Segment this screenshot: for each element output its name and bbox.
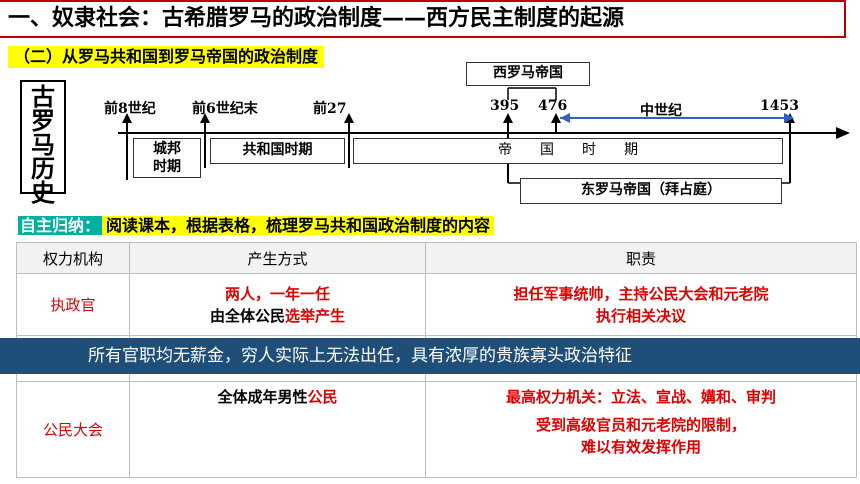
history-char: 马: [31, 130, 55, 159]
duty-line: 执行相关决议: [595, 306, 686, 325]
middle-ages-arrow-tail: [560, 113, 570, 123]
duty-line: 最高权力机关：立法、宣战、媾和、审判: [505, 388, 776, 406]
history-char: 罗: [31, 106, 55, 135]
history-char: 古: [31, 82, 55, 111]
label-8th-century-bc: 前8世纪: [104, 101, 156, 117]
middle-ages-arrow-head: [784, 113, 794, 123]
method-part: 选举产生: [285, 306, 346, 325]
method-part: 公民: [307, 388, 338, 406]
method-line: 由全体公民选举产生: [131, 305, 425, 327]
history-char: 史: [31, 178, 55, 207]
summary-text: 阅读课本，根据表格，梳理罗马共和国政治制度的内容: [102, 216, 495, 235]
tick-arrow: [551, 113, 561, 123]
city-state-line: 时期: [153, 159, 181, 175]
history-char: 历: [31, 154, 55, 183]
label-1453: 1453: [760, 98, 799, 114]
table-row: 公民大会 全体成年男性公民 最高权力机关：立法、宣战、媾和、审判 受到高级官员和…: [16, 381, 857, 478]
row-consul-duty: 担任军事统帅，主持公民大会和元老院 执行相关决议: [425, 273, 857, 336]
western-roman-empire-label: 西罗马帝国: [466, 62, 590, 86]
page-title: 一、奴隶社会：古希腊罗马的政治制度——西方民主制度的起源: [0, 0, 846, 38]
tick-arrow: [344, 113, 354, 123]
method-part: 由全体公民: [209, 306, 285, 325]
empire-period: 帝 国 时 期: [353, 138, 783, 164]
middle-ages-label: 中世纪: [640, 103, 682, 119]
row-consul-method: 两人，一年一任 由全体公民选举产生: [129, 273, 426, 336]
eastern-roman-empire-label: 东罗马帝国（拜占庭）: [520, 178, 782, 204]
republic-period: 共和国时期: [210, 138, 345, 164]
header-duty: 职责: [425, 242, 857, 274]
section-subtitle: （二）从罗马共和国到罗马帝国的政治制度: [8, 46, 325, 68]
table-row: 执政官 两人，一年一任 由全体公民选举产生 担任军事统帅，主持公民大会和元老院 …: [16, 273, 857, 336]
label-476: 476: [538, 98, 568, 114]
label-395: 395: [490, 98, 520, 114]
method-line: 两人，一年一任: [224, 284, 330, 303]
tick-arrow: [200, 113, 210, 123]
row-assembly-name: 公民大会: [16, 381, 130, 478]
label-6th-century-bc: 前6世纪末: [192, 101, 258, 117]
duty-line: 难以有效发挥作用: [580, 438, 701, 456]
method-part: 全体成年男性: [217, 388, 308, 406]
tick-arrow: [122, 113, 132, 123]
ancient-rome-history-box: 古 罗 马 历 史: [20, 80, 66, 205]
timeline-diagram: [118, 87, 850, 184]
header-institution: 权力机构: [16, 242, 130, 274]
axis-arrow-head: [836, 127, 850, 139]
duty-line: 担任军事统帅，主持公民大会和元老院: [513, 284, 769, 303]
self-summary-prompt: 自主归纳：阅读课本，根据表格，梳理罗马共和国政治制度的内容: [18, 214, 495, 238]
label-27-bc: 前27: [313, 101, 347, 117]
city-state-line: 城邦: [153, 141, 181, 157]
note-banner: 所有官职均无薪金，穷人实际上无法出任，具有浓厚的贵族寡头政治特征: [0, 338, 860, 374]
row-assembly-method: 全体成年男性公民: [129, 381, 426, 478]
method-line: 全体成年男性公民: [131, 386, 425, 408]
row-assembly-duty: 最高权力机关：立法、宣战、媾和、审判 受到高级官员和元老院的限制， 难以有效发挥…: [425, 381, 857, 478]
header-method: 产生方式: [129, 242, 426, 274]
row-consul-name: 执政官: [16, 273, 130, 336]
duty-line: 受到高级官员和元老院的限制，: [535, 416, 746, 434]
city-state-period: 城邦 时期: [133, 138, 201, 178]
tick-arrow: [503, 113, 513, 123]
political-system-table: 权力机构 产生方式 职责 执政官 两人，一年一任 由全体公民选举产生 担任军事统…: [16, 242, 857, 478]
summary-tag: 自主归纳：: [18, 216, 103, 235]
table-header-row: 权力机构 产生方式 职责: [16, 242, 857, 274]
